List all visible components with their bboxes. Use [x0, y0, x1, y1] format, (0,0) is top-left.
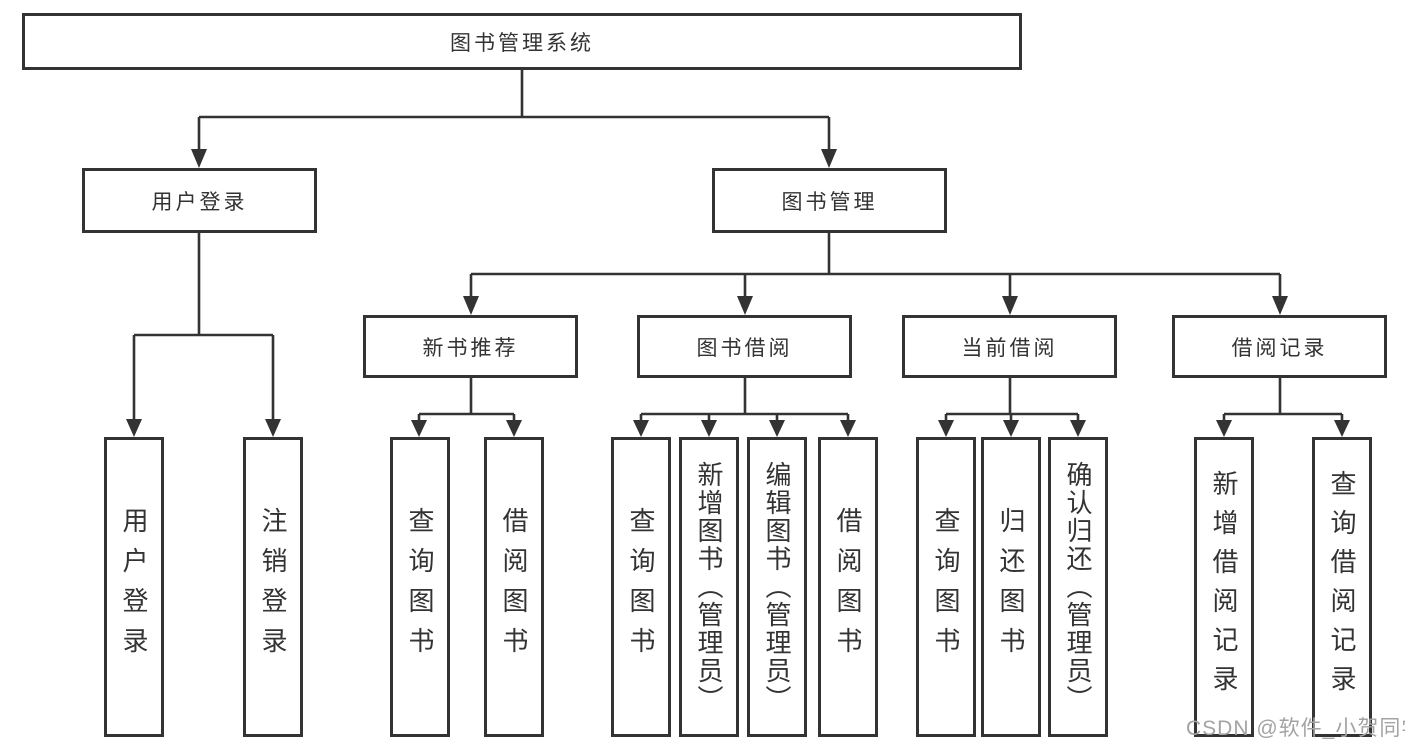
leaf-add-borrow-record: 新增借阅记录	[1194, 437, 1254, 737]
node-book-management-label: 图书管理	[781, 190, 878, 214]
leaf-borrowing-query-books-label: 查询图书	[626, 507, 656, 667]
node-book-borrowing: 图书借阅	[637, 315, 852, 378]
node-current-borrowing-label: 当前借阅	[961, 336, 1058, 360]
leaf-edit-books-admin: 编辑图书（管理员）	[747, 437, 807, 737]
leaf-return-books-label: 归还图书	[996, 507, 1026, 667]
leaf-user-login: 用户登录	[104, 437, 164, 737]
node-book-management: 图书管理	[712, 168, 947, 233]
node-current-borrowing: 当前借阅	[902, 315, 1117, 378]
node-root-label: 图书管理系统	[450, 31, 594, 55]
node-new-book-recommend-label: 新书推荐	[422, 336, 519, 360]
leaf-logout: 注销登录	[243, 437, 303, 737]
leaf-recommend-borrow-books: 借阅图书	[484, 437, 544, 737]
node-borrow-records: 借阅记录	[1172, 315, 1387, 378]
node-user-login-label: 用户登录	[151, 190, 248, 214]
leaf-edit-books-admin-label: 编辑图书（管理员）	[762, 461, 792, 713]
leaf-confirm-return-admin-label: 确认归还（管理员）	[1063, 461, 1093, 713]
leaf-query-borrow-record-label: 查询借阅记录	[1327, 470, 1357, 704]
leaf-current-query-books: 查询图书	[916, 437, 976, 737]
leaf-recommend-query-books: 查询图书	[390, 437, 450, 737]
leaf-add-borrow-record-label: 新增借阅记录	[1209, 470, 1239, 704]
leaf-add-books-admin-label: 新增图书（管理员）	[694, 461, 724, 713]
leaf-borrowing-query-books: 查询图书	[611, 437, 671, 737]
leaf-return-books: 归还图书	[981, 437, 1041, 737]
leaf-current-query-books-label: 查询图书	[931, 507, 961, 667]
node-user-login: 用户登录	[82, 168, 317, 233]
leaf-logout-label: 注销登录	[258, 507, 288, 667]
csdn-watermark: CSDN @软件_小贺同学	[1186, 717, 1405, 740]
node-borrow-records-label: 借阅记录	[1231, 336, 1328, 360]
leaf-confirm-return-admin: 确认归还（管理员）	[1048, 437, 1108, 737]
leaf-user-login-label: 用户登录	[119, 507, 149, 667]
leaf-recommend-query-books-label: 查询图书	[405, 507, 435, 667]
leaf-borrowing-borrow-books: 借阅图书	[818, 437, 878, 737]
leaf-borrowing-borrow-books-label: 借阅图书	[833, 507, 863, 667]
node-root: 图书管理系统	[22, 13, 1022, 70]
leaf-query-borrow-record: 查询借阅记录	[1312, 437, 1372, 737]
node-book-borrowing-label: 图书借阅	[696, 336, 793, 360]
leaf-add-books-admin: 新增图书（管理员）	[679, 437, 739, 737]
leaf-recommend-borrow-books-label: 借阅图书	[499, 507, 529, 667]
node-new-book-recommend: 新书推荐	[363, 315, 578, 378]
